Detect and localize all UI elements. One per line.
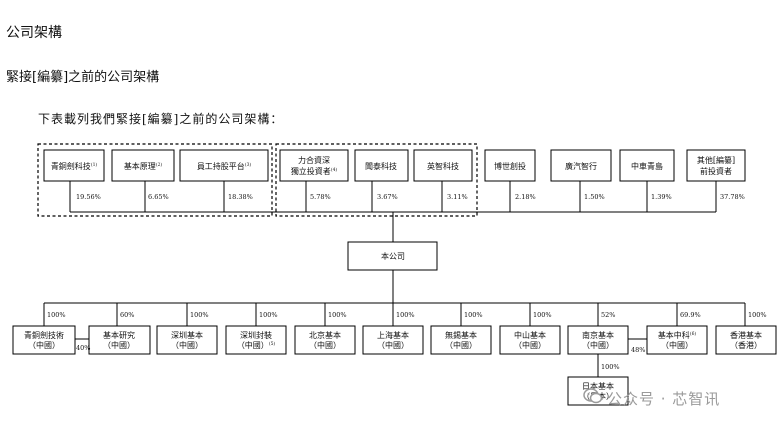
- subsidiary-name: 中山基本: [514, 330, 546, 340]
- ownership-pct: 100%: [533, 311, 552, 319]
- subsidiary-box: [430, 325, 492, 355]
- subsidiary-boxes: [12, 325, 777, 406]
- subsidiary-region: （中國）: [309, 340, 341, 350]
- grandchild-pct: 100%: [601, 363, 620, 371]
- shareholder-box: [413, 149, 473, 182]
- subsidiary-name: 上海基本: [377, 330, 409, 340]
- shareholder-name: 聞泰科技: [365, 161, 397, 171]
- subsidiary-region: （中國）: [28, 340, 60, 350]
- ownership-pct: 100%: [328, 311, 347, 319]
- shareholder-name: 基本原理(2): [124, 161, 163, 171]
- subsidiary-name: 無錫基本: [445, 330, 477, 340]
- subsidiary-region: （中國）: [171, 340, 203, 350]
- shareholder-connectors: [69, 181, 717, 242]
- company-box: [347, 241, 438, 271]
- shareholding-pct: 3.67%: [377, 193, 398, 201]
- shareholder-box: [484, 149, 536, 182]
- subsidiary-name: 南京基本: [582, 330, 614, 340]
- shareholding-pct: 18.38%: [228, 193, 253, 201]
- subsidiary-box: [12, 325, 76, 355]
- shareholder-box: [179, 149, 269, 182]
- shareholder-box: [279, 149, 349, 182]
- subsidiary-box: [567, 325, 629, 355]
- shareholder-box: [550, 149, 612, 182]
- ownership-pct: 100%: [259, 311, 278, 319]
- subsidiary-box: [362, 325, 424, 355]
- subsidiary-name: 香港基本: [730, 330, 762, 340]
- dashed-group-left: [37, 143, 273, 217]
- subsidiary-region: （中國）: [445, 340, 477, 350]
- shareholder-box: [354, 149, 409, 182]
- subsidiary-box: [294, 325, 356, 355]
- shareholder-box: [686, 149, 746, 182]
- shareholder-name: 博世創投: [494, 161, 526, 171]
- subsidiary-percentages: 100% 60% 100% 100% 100% 100% 100% 100% 5…: [47, 311, 767, 371]
- watermark-text: 公众号 · 芯智讯: [607, 390, 721, 408]
- shareholder-box: [619, 149, 675, 182]
- shareholder-percentages: 19.56% 6.65% 18.38% 5.78% 3.67% 3.11% 2.…: [76, 193, 745, 201]
- subsidiary-name: 北京基本: [309, 330, 341, 340]
- ownership-pct: 100%: [190, 311, 209, 319]
- ownership-pct: 100%: [47, 311, 66, 319]
- shareholder-box: [111, 149, 175, 182]
- subsidiary-box: [88, 325, 151, 355]
- dashed-group-right: [275, 143, 478, 217]
- subsidiary-region: （中國）: [377, 340, 409, 350]
- wechat-icon: [583, 388, 603, 404]
- subsidiary-region: （中國）: [103, 340, 135, 350]
- subsidiary-box: [646, 325, 708, 355]
- subsidiary-box: [715, 325, 777, 355]
- subsidiary-name: 基本中科(6): [658, 330, 697, 340]
- subsidiary-box: [225, 325, 287, 355]
- subsidiary-region: （中國）(5): [237, 340, 276, 350]
- shareholder-labels: 青銅劍科技(1) 基本原理(2) 員工持股平台(3) 力合資深 獨立投資者(4)…: [51, 155, 735, 176]
- shareholder-boxes: [43, 149, 746, 182]
- section-title: 緊接[編纂]之前的公司架構: [6, 70, 160, 85]
- subsidiary-name: 深圳封裝: [240, 330, 272, 340]
- ownership-pct: 52%: [601, 311, 615, 319]
- shareholding-pct: 5.78%: [310, 193, 331, 201]
- shareholder-name: 廣汽智行: [565, 161, 597, 171]
- shareholder-name: 其他[編纂]: [697, 155, 735, 165]
- shareholder-name: 員工持股平台(3): [197, 161, 252, 171]
- subsidiary-region: （中國）: [514, 340, 546, 350]
- grandchild-name: 日本基本: [582, 381, 614, 391]
- intro-text: 下表載列我們緊接[編纂]之前的公司架構：: [38, 112, 284, 126]
- page-title: 公司架構: [6, 25, 62, 41]
- subsidiary-box: [499, 325, 561, 355]
- shareholder-name-line2: 前投資者: [700, 166, 732, 176]
- shareholding-pct: 3.11%: [447, 193, 468, 201]
- ownership-pct: 100%: [748, 311, 767, 319]
- cross-holding-pct: 48%: [631, 346, 645, 354]
- shareholder-name: 力合資深: [298, 155, 330, 165]
- ownership-pct: 100%: [396, 311, 415, 319]
- shareholder-name-line2: 獨立投資者(4): [291, 166, 338, 176]
- shareholding-pct: 37.78%: [720, 193, 745, 201]
- subsidiary-box: [156, 325, 218, 355]
- shareholding-pct: 6.65%: [148, 193, 169, 201]
- minority-pct: 40%: [76, 344, 90, 352]
- subsidiary-connectors: [43, 270, 746, 377]
- subsidiary-region: （中國）: [582, 340, 614, 350]
- subsidiary-name: 深圳基本: [171, 330, 203, 340]
- company-label: 本公司: [381, 251, 405, 261]
- subsidiary-name: 青銅劍技術: [24, 330, 64, 340]
- subsidiary-region: （中國）: [661, 340, 693, 350]
- ownership-pct: 60%: [120, 311, 134, 319]
- ownership-pct: 69.9%: [680, 311, 701, 319]
- shareholding-pct: 2.18%: [515, 193, 536, 201]
- ownership-pct: 100%: [464, 311, 483, 319]
- subsidiary-region: （香港）: [730, 340, 762, 350]
- shareholding-pct: 19.56%: [76, 193, 101, 201]
- shareholding-pct: 1.50%: [584, 193, 605, 201]
- shareholder-name: 中車青島: [631, 161, 663, 171]
- shareholder-name: 英智科技: [427, 161, 459, 171]
- shareholder-name: 青銅劍科技(1): [51, 161, 98, 171]
- shareholder-box: [43, 149, 105, 182]
- shareholding-pct: 1.39%: [651, 193, 672, 201]
- subsidiary-name: 基本研究: [103, 330, 135, 340]
